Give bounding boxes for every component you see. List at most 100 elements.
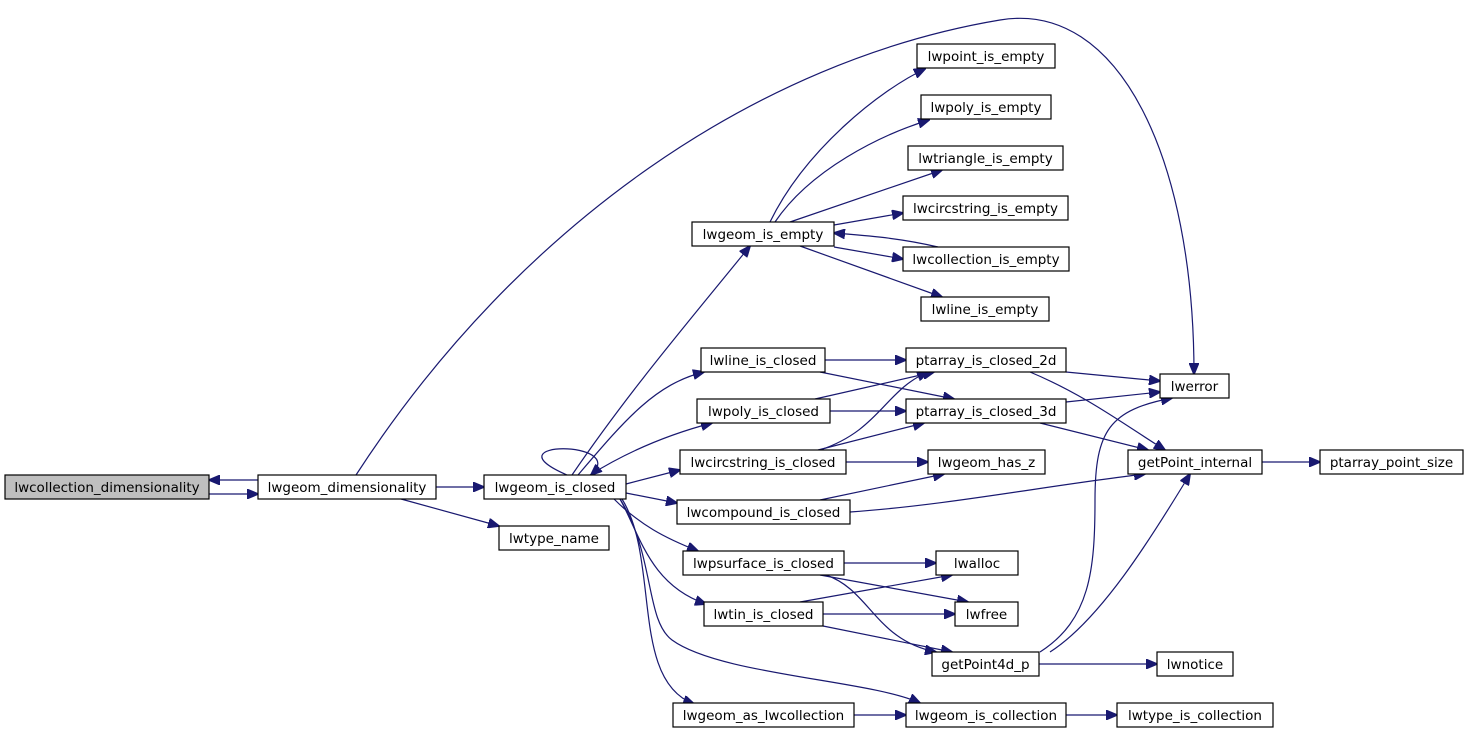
edge-lwgeom_is_closed-to-lwgeom_is_collection: [619, 498, 920, 703]
node-box-lwgeom_is_empty[interactable]: [691, 221, 835, 247]
edge-lwcompound_is_closed-to-getPoint_internal: [849, 474, 1145, 513]
node-box-lwpoly_is_closed[interactable]: [696, 398, 831, 424]
node-lwtype_is_collection[interactable]: lwtype_is_collection: [1116, 702, 1274, 728]
node-ptarray_point_size[interactable]: ptarray_point_size: [1319, 449, 1464, 475]
node-label-lwcollection_dimensionality: lwcollection_dimensionality: [14, 480, 199, 496]
edge-lwtin_is_closed-to-lwalloc: [799, 575, 952, 603]
node-getPoint4d_p[interactable]: getPoint4d_p: [931, 651, 1040, 677]
node-lwcompound_is_closed[interactable]: lwcompound_is_closed: [676, 499, 851, 525]
node-box-ptarray_is_closed_3d[interactable]: [905, 398, 1067, 424]
node-box-lwcompound_is_closed[interactable]: [676, 499, 851, 525]
node-label-ptarray_is_closed_3d: ptarray_is_closed_3d: [916, 404, 1057, 420]
node-label-lwline_is_empty: lwline_is_empty: [932, 302, 1039, 318]
node-box-lwalloc[interactable]: [935, 550, 1019, 576]
node-lwpoint_is_empty[interactable]: lwpoint_is_empty: [916, 43, 1056, 69]
node-lwcollection_dimensionality[interactable]: lwcollection_dimensionality: [4, 474, 210, 500]
node-lwerror[interactable]: lwerror: [1159, 373, 1230, 399]
node-label-lwcircstring_is_empty: lwcircstring_is_empty: [913, 201, 1058, 217]
node-box-lwtriangle_is_empty[interactable]: [907, 145, 1064, 171]
node-box-lwtype_name[interactable]: [498, 525, 610, 551]
node-lwtype_name[interactable]: lwtype_name: [498, 525, 610, 551]
node-label-lwtin_is_closed: lwtin_is_closed: [713, 607, 813, 623]
node-lwgeom_dimensionality[interactable]: lwgeom_dimensionality: [257, 474, 437, 500]
node-lwfree[interactable]: lwfree: [954, 601, 1019, 627]
edge-lwgeom_is_empty-to-lwpoint_is_empty: [769, 69, 925, 223]
node-lwgeom_is_collection[interactable]: lwgeom_is_collection: [905, 702, 1067, 728]
node-box-lwgeom_has_z[interactable]: [927, 449, 1046, 475]
node-lwline_is_empty[interactable]: lwline_is_empty: [920, 296, 1050, 322]
node-box-lwgeom_is_collection[interactable]: [905, 702, 1067, 728]
node-box-lwpsurface_is_closed[interactable]: [682, 550, 845, 576]
edge-lwgeom_is_closed-to-lwpsurface_is_closed: [613, 498, 698, 551]
node-box-lwerror[interactable]: [1159, 373, 1230, 399]
node-box-lwpoly_is_empty[interactable]: [920, 94, 1052, 120]
node-box-lwtin_is_closed[interactable]: [703, 601, 824, 627]
node-box-lwcircstring_is_empty[interactable]: [902, 195, 1069, 221]
edge-ptarray_is_closed_3d-to-getPoint_internal: [1039, 422, 1148, 450]
node-label-lwpsurface_is_closed: lwpsurface_is_closed: [693, 556, 834, 572]
node-box-lwline_is_empty[interactable]: [920, 296, 1050, 322]
edge-ptarray_is_closed_2d-to-lwerror: [1065, 371, 1160, 381]
node-box-getPoint4d_p[interactable]: [931, 651, 1040, 677]
node-lwgeom_is_empty[interactable]: lwgeom_is_empty: [691, 221, 835, 247]
node-label-lwline_is_closed: lwline_is_closed: [710, 353, 817, 369]
edge-lwgeom_is_closed-to-lwpoly_is_closed: [589, 423, 712, 476]
node-label-lwgeom_has_z: lwgeom_has_z: [938, 455, 1036, 471]
edge-lwgeom_is_empty-to-lwpoly_is_empty: [774, 120, 929, 223]
node-lwnotice[interactable]: lwnotice: [1156, 651, 1234, 677]
edge-lwgeom_is_empty-to-lwcollection_is_empty: [833, 246, 903, 259]
node-box-lwcircstring_is_closed[interactable]: [679, 449, 847, 475]
edge-lwgeom_is_closed-to-lwline_is_closed: [577, 372, 704, 476]
node-box-lwpoint_is_empty[interactable]: [916, 43, 1056, 69]
node-getPoint_internal[interactable]: getPoint_internal: [1127, 449, 1263, 475]
node-box-getPoint_internal[interactable]: [1127, 449, 1263, 475]
node-box-lwnotice[interactable]: [1156, 651, 1234, 677]
node-box-lwfree[interactable]: [954, 601, 1019, 627]
node-lwcircstring_is_closed[interactable]: lwcircstring_is_closed: [679, 449, 847, 475]
node-lwalloc[interactable]: lwalloc: [935, 550, 1019, 576]
node-box-lwgeom_dimensionality[interactable]: [257, 474, 437, 500]
node-lwtin_is_closed[interactable]: lwtin_is_closed: [703, 601, 824, 627]
edge-lwcollection_is_empty-to-lwgeom_is_empty: [834, 233, 939, 248]
edge-lwcompound_is_closed-to-lwgeom_has_z: [819, 474, 944, 501]
node-lwpoly_is_empty[interactable]: lwpoly_is_empty: [920, 94, 1052, 120]
edge-lwgeom_dimensionality-to-lwtype_name: [400, 498, 499, 526]
node-ptarray_is_closed_2d[interactable]: ptarray_is_closed_2d: [905, 347, 1067, 373]
node-label-lwgeom_dimensionality: lwgeom_dimensionality: [268, 480, 427, 496]
edge-ptarray_is_closed_3d-to-lwerror: [1065, 392, 1160, 403]
node-lwcollection_is_empty[interactable]: lwcollection_is_empty: [902, 246, 1070, 272]
node-lwline_is_closed[interactable]: lwline_is_closed: [700, 347, 826, 373]
node-box-lwgeom_is_closed[interactable]: [483, 474, 627, 500]
node-box-lwcollection_dimensionality[interactable]: [4, 474, 210, 500]
edge-lwpoly_is_closed-to-ptarray_is_closed_2d: [814, 372, 934, 400]
edge-lwline_is_closed-to-ptarray_is_closed_3d: [819, 371, 954, 399]
edge-lwpsurface_is_closed-to-getPoint4d_p: [825, 574, 936, 652]
node-lwgeom_is_closed[interactable]: lwgeom_is_closed: [483, 474, 627, 500]
node-lwtriangle_is_empty[interactable]: lwtriangle_is_empty: [907, 145, 1064, 171]
node-box-ptarray_is_closed_2d[interactable]: [905, 347, 1067, 373]
node-label-lwnotice: lwnotice: [1167, 657, 1223, 673]
node-lwpsurface_is_closed[interactable]: lwpsurface_is_closed: [682, 550, 845, 576]
node-box-lwgeom_as_lwcollection[interactable]: [672, 702, 855, 728]
node-label-lwtriangle_is_empty: lwtriangle_is_empty: [918, 151, 1052, 167]
edge-lwgeom_dimensionality-to-lwerror: [355, 17, 1194, 476]
node-lwgeom_has_z[interactable]: lwgeom_has_z: [927, 449, 1046, 475]
node-lwcircstring_is_empty[interactable]: lwcircstring_is_empty: [902, 195, 1069, 221]
edge-getPoint4d_p-to-getPoint_internal: [1049, 474, 1190, 653]
node-box-lwcollection_is_empty[interactable]: [902, 246, 1070, 272]
node-label-getPoint_internal: getPoint_internal: [1138, 455, 1252, 471]
node-box-lwline_is_closed[interactable]: [700, 347, 826, 373]
node-label-getPoint4d_p: getPoint4d_p: [941, 657, 1029, 673]
node-label-lwfree: lwfree: [966, 607, 1007, 623]
node-lwpoly_is_closed[interactable]: lwpoly_is_closed: [696, 398, 831, 424]
node-ptarray_is_closed_3d[interactable]: ptarray_is_closed_3d: [905, 398, 1067, 424]
edge-lwgeom_is_closed-to-lwcompound_is_closed: [625, 492, 677, 503]
node-box-ptarray_point_size[interactable]: [1319, 449, 1464, 475]
node-label-lwgeom_is_collection: lwgeom_is_collection: [915, 708, 1057, 724]
edge-lwgeom_is_closed-to-lwgeom_as_lwcollection: [621, 498, 694, 704]
node-label-lwcollection_is_empty: lwcollection_is_empty: [912, 252, 1059, 268]
node-label-lwpoly_is_empty: lwpoly_is_empty: [931, 100, 1042, 116]
node-lwgeom_as_lwcollection[interactable]: lwgeom_as_lwcollection: [672, 702, 855, 728]
node-box-lwtype_is_collection[interactable]: [1116, 702, 1274, 728]
